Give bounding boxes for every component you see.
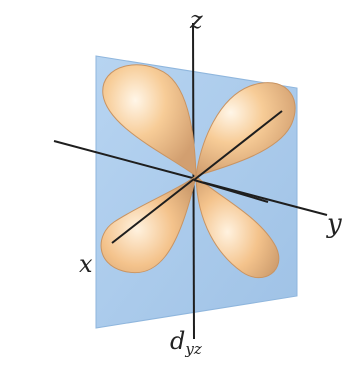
lobe-top-right xyxy=(195,82,296,177)
lobe-top-left xyxy=(102,64,197,178)
y-axis-foreground xyxy=(193,179,269,203)
diagonal-axis-foreground xyxy=(193,110,283,181)
x-axis-label: x xyxy=(79,250,93,278)
x-axis-foreground xyxy=(111,178,195,244)
y-axis-label: y xyxy=(327,209,342,239)
caption-main: d xyxy=(170,327,186,355)
x-axis xyxy=(53,140,201,181)
lobe-bottom-right xyxy=(195,174,280,279)
orbital-caption: dyz xyxy=(170,329,202,357)
z-axis-label: z xyxy=(190,6,203,34)
lobe-bottom-left xyxy=(100,174,197,274)
caption-subscript: yz xyxy=(185,340,202,358)
